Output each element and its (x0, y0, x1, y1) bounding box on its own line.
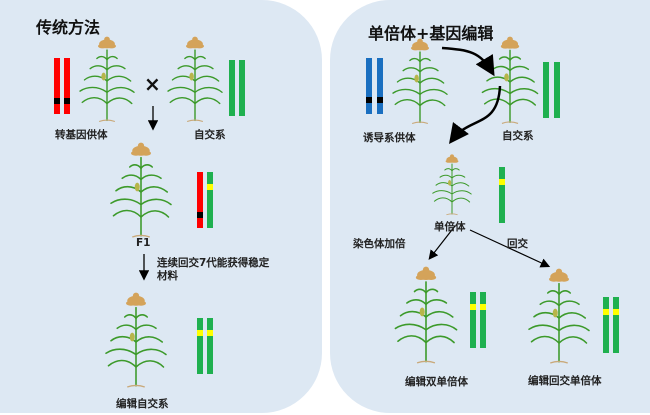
f1-chromosome-donor (197, 172, 203, 228)
edit-band (603, 309, 609, 315)
inbred-label: 自交系 (194, 129, 226, 141)
dh-chromosome (470, 292, 476, 348)
edit-band (499, 179, 505, 185)
transgene-band (197, 212, 203, 218)
inbred-label: 自交系 (502, 130, 534, 142)
traditional-method-panel: 传统方法 转基因供体 × 自交系 F1 连续回交7代能获得稳定 材料 编辑自交系 (0, 0, 322, 413)
edit-band (207, 184, 213, 190)
bch-chromosome (613, 297, 619, 353)
result-label: 编辑自交系 (116, 398, 169, 410)
haploid-plant-icon (432, 154, 472, 216)
inbred-chromosome (554, 62, 560, 118)
result1-label: 编辑双单倍体 (405, 376, 468, 388)
transgene-band (54, 98, 60, 104)
doubling-label: 染色体加倍 (353, 238, 406, 250)
edited-chromosome (207, 318, 213, 374)
f1-chromosome-edited (207, 172, 213, 228)
pollination-arrows (428, 46, 551, 268)
induction-arrow-icon (448, 85, 502, 144)
doubled-haploid-plant-icon (394, 266, 458, 365)
editor-band (377, 97, 383, 103)
panel-title: 传统方法 (36, 18, 101, 37)
donor-plant-icon (79, 36, 135, 123)
result2-label: 编辑回交单倍体 (528, 375, 602, 387)
f1-plant-icon (109, 142, 173, 239)
panel-title: 单倍体+基因编辑 (368, 24, 494, 43)
editor-band (366, 97, 372, 103)
backcross-arrow-icon (469, 229, 551, 268)
edit-band (470, 304, 476, 310)
edit-band (480, 304, 486, 310)
inbred-chromosome (229, 60, 235, 116)
bch-chromosome (603, 297, 609, 353)
cross-symbol: × (144, 72, 161, 96)
doubling-arrow-icon (428, 225, 456, 260)
inbred-chromosome (543, 62, 549, 118)
inducer-chromosome (366, 58, 372, 114)
backcross-note-cont: 材料 (157, 270, 178, 282)
inbred-chromosome (239, 60, 245, 116)
edited-chromosome (197, 318, 203, 374)
haploid-editing-panel: 单倍体+基因编辑 诱导系供体 自交系 单倍体 染色体加倍 回交 编辑双单倍体 编… (330, 0, 650, 413)
donor-label: 转基因供体 (55, 129, 108, 141)
edited-inbred-plant-icon (104, 292, 168, 389)
backcross-label: 回交 (507, 238, 528, 250)
edit-band (613, 309, 619, 315)
transgene-band (64, 98, 70, 104)
edit-band (207, 330, 213, 336)
dh-chromosome (480, 292, 486, 348)
pollination-arrow-icon (441, 46, 495, 77)
inducer-chromosome (377, 58, 383, 114)
donor-chromosome (54, 58, 60, 114)
inbred-plant-icon (167, 36, 223, 123)
backcross-haploid-plant-icon (527, 268, 591, 365)
donor-chromosome (64, 58, 70, 114)
haploid-chromosome (499, 167, 505, 223)
f1-label: F1 (136, 237, 151, 249)
backcross-note: 连续回交7代能获得稳定 (157, 257, 270, 269)
down-arrow-icon (147, 106, 159, 131)
haploid-label: 单倍体 (434, 221, 466, 233)
inducer-label: 诱导系供体 (363, 132, 416, 144)
down-arrow-icon (138, 254, 150, 281)
edit-band (197, 330, 203, 336)
